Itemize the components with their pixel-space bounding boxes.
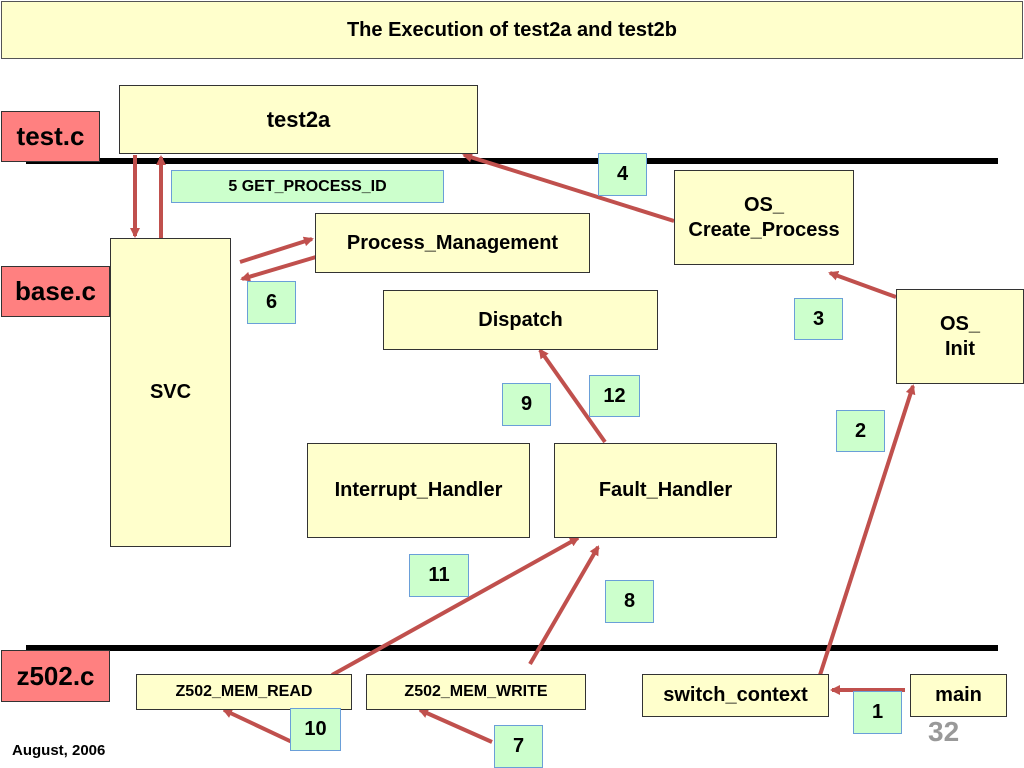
box-os-create-process: OS_ Create_Process: [674, 170, 854, 265]
arrow-step10-to-mem-read: [222, 708, 293, 744]
file-label-base-c: base.c: [1, 266, 110, 317]
box-main: main: [910, 674, 1007, 717]
file-label-z502-c: z502.c: [1, 650, 110, 702]
step-6: 6: [247, 281, 296, 324]
page-title: The Execution of test2a and test2b: [1, 1, 1023, 59]
step-12: 12: [589, 375, 640, 417]
box-z502-mem-read: Z502_MEM_READ: [136, 674, 352, 710]
step-3: 3: [794, 298, 843, 340]
step-8: 8: [605, 580, 654, 623]
arrow-create-process-to-test2a: [462, 152, 675, 223]
page-number: 32: [928, 716, 960, 747]
box-fault-handler: Fault_Handler: [554, 443, 777, 538]
file-label-test-c: test.c: [1, 111, 100, 162]
arrow-mem-read-to-fault-handler: [331, 536, 580, 677]
arrow-process-management-to-svc: [240, 255, 317, 282]
label-get-process-id: 5 GET_PROCESS_ID: [171, 170, 444, 203]
arrow-svc-to-process-management: [239, 236, 314, 264]
box-switch-context: switch_context: [642, 674, 829, 717]
arrow-fault-handler-to-dispatch: [538, 348, 607, 444]
box-z502-mem-write: Z502_MEM_WRITE: [366, 674, 586, 710]
step-7: 7: [494, 725, 543, 768]
arrow-switch-context-to-os-init: [818, 384, 916, 676]
step-4: 4: [598, 153, 647, 196]
footer-date: August, 2006: [12, 742, 106, 759]
step-10: 10: [290, 708, 341, 751]
box-interrupt-handler: Interrupt_Handler: [307, 443, 530, 538]
box-os-init: OS_ Init: [896, 289, 1024, 384]
step-9: 9: [502, 383, 551, 426]
arrow-os-init-to-create-process: [828, 271, 897, 299]
box-process-management: Process_Management: [315, 213, 590, 273]
step-2: 2: [836, 410, 885, 452]
step-1: 1: [853, 691, 902, 734]
step-11: 11: [409, 554, 469, 597]
arrow-mem-write-to-fault-handler: [528, 545, 600, 666]
box-svc: SVC: [110, 238, 231, 547]
box-dispatch: Dispatch: [383, 290, 658, 350]
arrow-step7-to-mem-write: [418, 708, 493, 744]
box-test2a: test2a: [119, 85, 478, 154]
